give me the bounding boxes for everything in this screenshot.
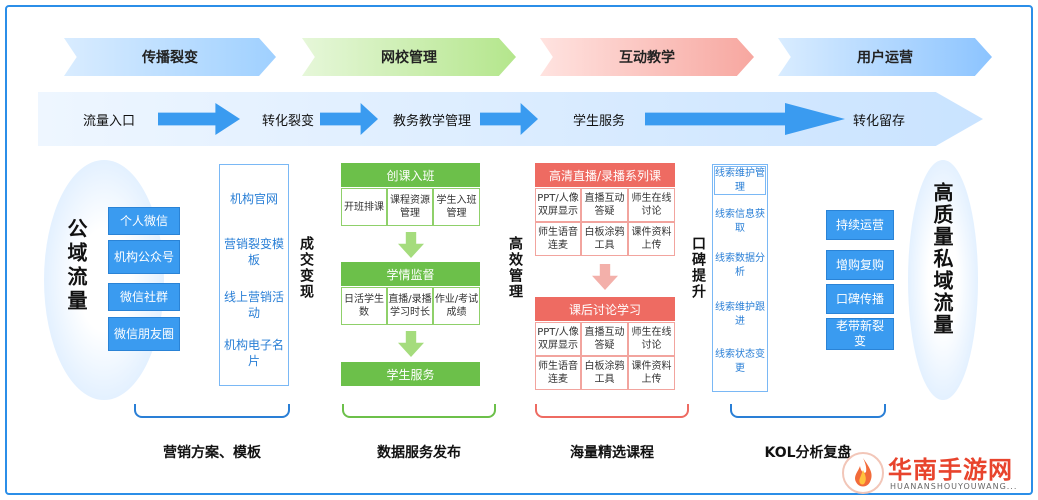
channel-official-account: 机构公众号 <box>108 240 180 274</box>
watermark-subtitle: HUANANSHOUYOUWANG... <box>890 482 1018 491</box>
stage-label: 传播裂变 <box>142 50 198 66</box>
stage-chevron-teaching: 互动教学 <box>540 38 754 76</box>
tool-e-card: 机构电子名片 <box>223 338 284 369</box>
red-cell: 师生语音连麦 <box>535 222 581 256</box>
tool-viral-template: 营销裂变模板 <box>223 237 284 268</box>
green-head-supervision: 学情监督 <box>341 262 480 286</box>
watermark-title: 华南手游网 <box>888 456 1013 484</box>
green-cell: 作业/考试成绩 <box>433 287 480 325</box>
bottom-label-data: 数据服务发布 <box>377 445 461 461</box>
reputation-label: 口碑提升 <box>690 236 706 300</box>
bottom-label-marketing: 营销方案、模板 <box>163 445 261 461</box>
green-cell: 开班排课 <box>341 188 387 226</box>
red-cell: 白板涂鸦工具 <box>581 222 628 256</box>
lead-item-follow: 线索维护跟进 <box>715 302 765 327</box>
brace-courses <box>535 404 689 418</box>
red-cell: 直播互动答疑 <box>581 322 628 356</box>
stage-label: 互动教学 <box>619 50 675 66</box>
retention-continuous: 持续运营 <box>826 210 894 240</box>
brace-kol <box>730 404 886 418</box>
green-head-enroll: 创课入班 <box>341 163 480 187</box>
red-cell: 课件资料上传 <box>628 356 675 390</box>
green-cell: 学生入班管理 <box>433 188 480 226</box>
green-cell: 直播/录播学习时长 <box>387 287 433 325</box>
watermark-logo: 华南手游网 HUANANSHOUYOUWANG... <box>840 448 1030 496</box>
red-cell: 直播互动答疑 <box>581 188 628 222</box>
manage-label: 高效管理 <box>507 236 523 300</box>
channel-wechat-group: 微信社群 <box>108 283 180 311</box>
convert-label: 成交变现 <box>298 236 314 300</box>
bottom-label-kol: KOL分析复盘 <box>764 445 852 461</box>
flame-logo-icon <box>842 452 884 494</box>
flow-label-convert: 转化裂变 <box>262 114 315 129</box>
red-cell: 师生在线讨论 <box>628 188 675 222</box>
retention-repurchase: 增购复购 <box>826 250 894 280</box>
channel-moments: 微信朋友圈 <box>108 317 180 351</box>
public-traffic-ellipse <box>44 160 164 400</box>
lead-item-maintain: 线索维护管理 <box>714 166 766 195</box>
marketing-tools-panel <box>219 164 289 386</box>
retention-referral: 老带新裂变 <box>826 318 894 350</box>
red-cell: 师生语音连麦 <box>535 356 581 390</box>
flow-label-service: 学生服务 <box>573 114 626 129</box>
stage-chevron-operation: 用户运营 <box>778 38 992 76</box>
stage-label: 网校管理 <box>381 50 437 66</box>
bottom-label-courses: 海量精选课程 <box>570 445 654 461</box>
stage-chevron-school: 网校管理 <box>302 38 516 76</box>
flow-label-academic: 教务教学管理 <box>393 114 472 129</box>
stage-label: 用户运营 <box>857 50 913 66</box>
lead-item-acquire: 线索信息获取 <box>715 209 765 234</box>
lead-panel <box>712 164 768 392</box>
tool-official-site: 机构官网 <box>229 192 278 206</box>
red-cell: PPT/人像双屏显示 <box>535 188 581 222</box>
brace-marketing <box>134 404 290 418</box>
red-cell: 师生在线讨论 <box>628 322 675 356</box>
red-cell: 课件资料上传 <box>628 222 675 256</box>
brace-data <box>342 404 496 418</box>
private-traffic-label: 高质量私域流量 <box>930 182 954 336</box>
red-cell: PPT/人像双屏显示 <box>535 322 581 356</box>
flow-label-retention: 转化留存 <box>853 114 906 129</box>
lead-item-status: 线索状态变更 <box>715 349 765 374</box>
red-cell: 白板涂鸦工具 <box>581 356 628 390</box>
green-head-service: 学生服务 <box>341 362 480 386</box>
public-traffic-label: 公域流量 <box>64 218 88 314</box>
tool-online-campaign: 线上营销活动 <box>223 290 284 321</box>
red-head-live: 高清直播/录播系列课 <box>535 163 675 187</box>
retention-word-of-mouth: 口碑传播 <box>826 284 894 314</box>
green-cell: 课程资源管理 <box>387 188 433 226</box>
flow-label-entry: 流量入口 <box>83 114 136 129</box>
stage-chevron-spread: 传播裂变 <box>64 38 276 76</box>
lead-item-analysis: 线索数据分析 <box>715 253 765 278</box>
private-traffic-ellipse <box>908 160 978 400</box>
red-head-discussion: 课后讨论学习 <box>535 297 675 321</box>
channel-personal-wechat: 个人微信 <box>108 207 180 235</box>
green-cell: 日活学生数 <box>341 287 387 325</box>
